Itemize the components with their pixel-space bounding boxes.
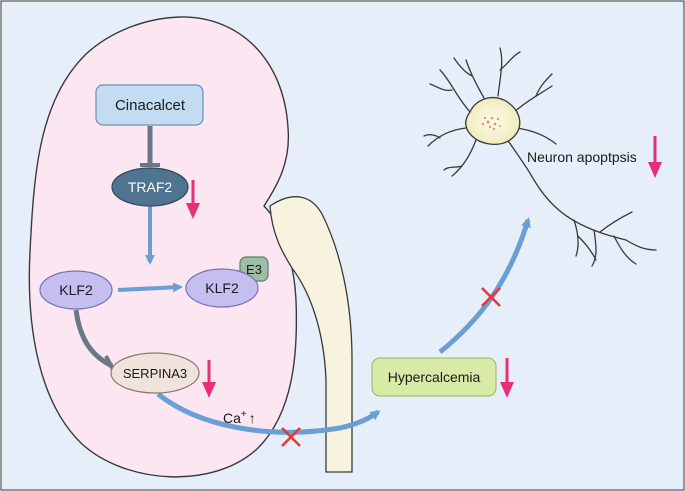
- hypercalcemia-label: Hypercalcemia: [388, 369, 481, 385]
- cinacalcet-node: [95, 84, 204, 126]
- klf2-ubiquitinated-node: [185, 268, 259, 308]
- ureter-shape: [269, 196, 353, 473]
- neuron-nucleus: [481, 116, 501, 131]
- klf2-label: KLF2: [59, 282, 93, 298]
- traf2-node: [111, 167, 189, 207]
- kidney-shape: [28, 16, 298, 478]
- neuron-soma: [465, 96, 521, 146]
- down-arrow-hypercalcemia: [500, 358, 514, 398]
- traf2-label: TRAF2: [128, 179, 173, 195]
- arrow-klf2-ubiquitination: [117, 282, 183, 293]
- serpina3-node: [110, 352, 200, 394]
- calcium-label: Ca+↑: [223, 409, 256, 426]
- block-cross-calcium: [281, 427, 301, 447]
- klf2-ubiquitinated-label: KLF2: [205, 280, 239, 296]
- klf2-node: [39, 270, 113, 310]
- cinacalcet-label: Cinacalcet: [115, 97, 186, 114]
- arrow-serpina3-hypercalcemia: [156, 392, 381, 435]
- serpina3-label: SERPINA3: [123, 366, 187, 381]
- down-arrow-traf2: [186, 180, 200, 219]
- block-cross-neuron: [481, 287, 501, 307]
- e3-label: E3: [246, 262, 262, 277]
- down-arrow-serpina3: [202, 360, 216, 398]
- inhibit-klf2-serpina3: [73, 309, 114, 369]
- down-arrow-neuron-apoptosis: [648, 136, 662, 178]
- neuron-apoptosis-label: Neuron apoptpsis: [527, 149, 637, 165]
- neuron-illustration: [423, 47, 657, 267]
- hypercalcemia-node: [371, 357, 497, 397]
